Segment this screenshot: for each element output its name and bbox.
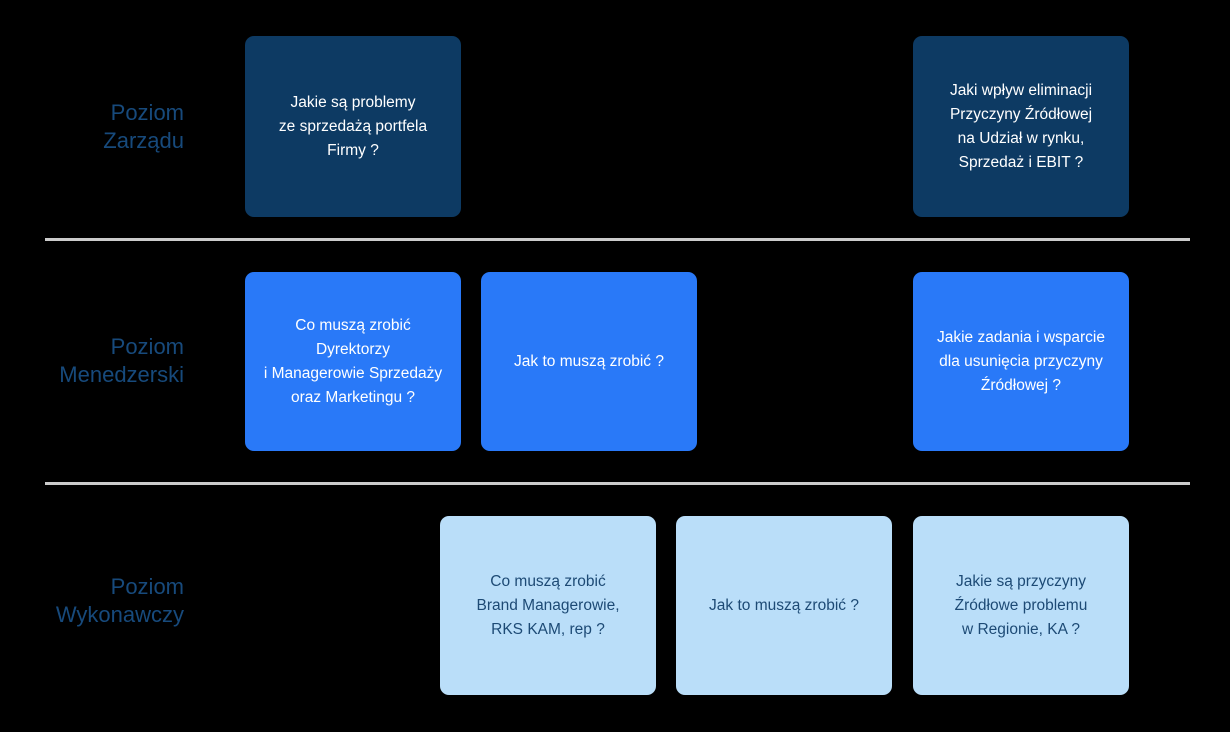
question-box-brand-managers-what: Co muszą zrobić Brand Managerowie, RKS K…	[440, 516, 656, 695]
divider-level-1-2	[45, 238, 1190, 241]
divider-level-2-3	[45, 482, 1190, 485]
question-box-root-causes-region: Jakie są przyczyny Źródłowe problemu w R…	[913, 516, 1129, 695]
row-label-poziom-wykonawczy: Poziom Wykonawczy	[55, 574, 184, 627]
question-box-tasks-support: Jakie zadania i wsparcie dla usunięcia p…	[913, 272, 1129, 451]
row-label-poziom-zarzadu: Poziom Zarządu	[103, 100, 184, 153]
question-box-executive-how: Jak to muszą zrobić ?	[676, 516, 892, 695]
question-box-managers-how: Jak to muszą zrobić ?	[481, 272, 697, 451]
question-box-problems-portfolio: Jakie są problemy ze sprzedażą portfela …	[245, 36, 461, 217]
question-box-directors-what: Co muszą zrobić Dyrektorzy i Managerowie…	[245, 272, 461, 451]
question-box-impact-root-cause: Jaki wpływ eliminacji Przyczyny Źródłowe…	[913, 36, 1129, 217]
row-label-poziom-menedzerski: Poziom Menedzerski	[59, 334, 184, 387]
